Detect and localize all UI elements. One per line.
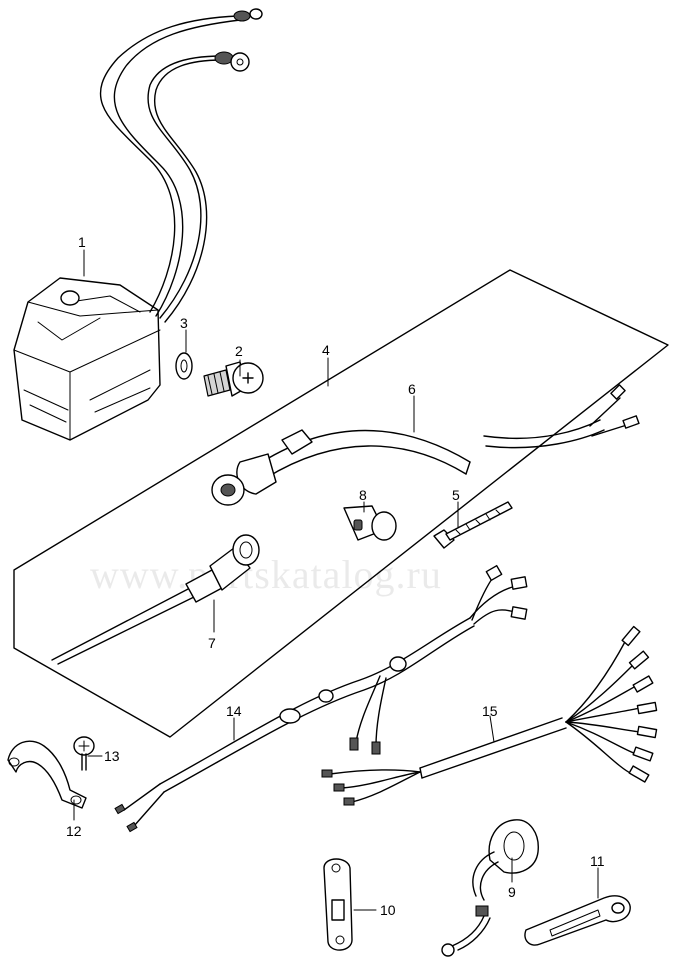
plate-part[interactable] [323, 858, 353, 951]
callout-labels: 1 2 3 4 5 6 7 8 9 10 11 12 13 14 15 [66, 234, 605, 918]
watermark: www.partskatalog.ru [90, 552, 442, 597]
screw-part[interactable] [73, 736, 95, 771]
callout-14: 14 [226, 703, 242, 719]
callout-1: 1 [78, 234, 86, 250]
callout-2: 2 [235, 343, 243, 359]
sensor-cable-part[interactable] [211, 384, 640, 506]
callout-8: 8 [359, 487, 367, 503]
callout-13: 13 [104, 748, 120, 764]
grommet-part[interactable] [343, 505, 397, 541]
control-box-part[interactable] [13, 8, 263, 441]
callout-3: 3 [180, 315, 188, 331]
probe-part[interactable] [51, 534, 260, 665]
wire-harness-part-2[interactable] [321, 625, 658, 806]
callout-7: 7 [208, 635, 216, 651]
washer-part[interactable] [175, 352, 193, 380]
callout-10: 10 [380, 902, 396, 918]
callout-11: 11 [590, 853, 605, 869]
callout-9: 9 [508, 884, 516, 900]
callout-6: 6 [408, 381, 416, 397]
kit-boundary-panel [13, 269, 669, 738]
callout-4: 4 [322, 342, 330, 358]
leader-lines [73, 249, 599, 911]
cable-tie-part[interactable] [433, 501, 513, 549]
callout-12: 12 [66, 823, 82, 839]
wire-harness-part[interactable] [114, 564, 528, 833]
callout-15: 15 [482, 703, 498, 719]
bolt-part[interactable] [203, 361, 264, 397]
bracket-part[interactable] [524, 895, 631, 946]
grommet-wire-part[interactable] [441, 819, 539, 957]
clamp-part[interactable] [7, 740, 87, 809]
callout-5: 5 [452, 487, 460, 503]
